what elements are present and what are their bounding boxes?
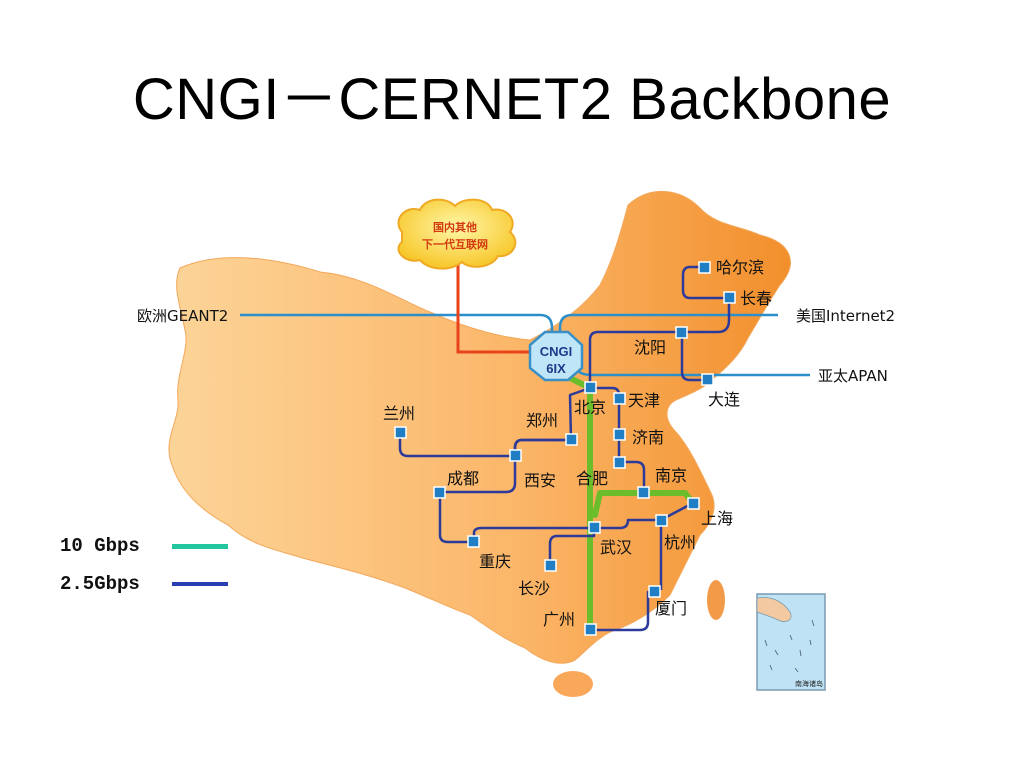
label-wuhan: 武汉 (600, 538, 632, 557)
link-usa (558, 313, 778, 340)
label-chengdu: 成都 (447, 469, 479, 488)
label-zhengzhou: 郑州 (526, 411, 558, 430)
link-zhengzhou-xian (513, 438, 571, 455)
link-chengdu-chongqing (438, 492, 474, 544)
label-changsha: 长沙 (518, 579, 550, 598)
node-chengdu (433, 486, 446, 499)
cloud-line-1: 国内其他 (433, 220, 477, 234)
link-xiamen-guangzhou (590, 590, 655, 632)
node-hefei (613, 456, 626, 469)
node-shanghai (687, 497, 700, 510)
cloud-line-2: 下一代互联网 (422, 237, 488, 251)
domestic-networks-cloud: 国内其他 下一代互联网 (397, 198, 517, 270)
node-tianjin (613, 392, 626, 405)
legend-item-10g: 10 Gbps (60, 534, 228, 558)
node-harbin (698, 261, 711, 274)
link-changchun-shenyang (682, 298, 731, 334)
south-china-sea-inset: 南海诸岛 (756, 593, 826, 691)
node-nanjing (637, 486, 650, 499)
legend-swatch-2-5g (172, 582, 228, 586)
node-guangzhou (584, 623, 597, 636)
link-hefei-nanjing (619, 460, 646, 493)
link-harbin-changchun (681, 265, 729, 300)
legend-item-2-5g: 2.5Gbps (60, 572, 228, 596)
label-chongqing: 重庆 (479, 552, 511, 571)
hub-line-2: 6IX (546, 361, 566, 376)
cngi-6ix-hub: CNGI 6IX (528, 330, 584, 382)
label-beijing: 北京 (574, 398, 606, 417)
legend-swatch-10g (172, 543, 228, 549)
label-jinan: 济南 (632, 428, 664, 447)
link-beijing-zhengzhou (568, 386, 591, 441)
label-shenyang: 沈阳 (634, 338, 666, 357)
label-hefei: 合肥 (576, 469, 608, 488)
label-xiamen: 厦门 (655, 599, 687, 618)
node-hangzhou (655, 514, 668, 527)
taiwan-island (707, 580, 725, 620)
link-wuhan-hangzhou (594, 518, 661, 530)
link-europe (240, 313, 554, 340)
node-xiamen (648, 585, 661, 598)
node-beijing (584, 381, 597, 394)
node-zhengzhou (565, 433, 578, 446)
node-lanzhou (394, 426, 407, 439)
link-shenyang-dalian (680, 332, 707, 382)
node-jinan (613, 428, 626, 441)
china-map-shape (168, 191, 791, 664)
legend-label-10g: 10 Gbps (60, 535, 140, 557)
label-guangzhou: 广州 (543, 610, 575, 629)
node-dalian (701, 373, 714, 386)
label-dalian: 大连 (708, 390, 740, 409)
label-usa-internet2: 美国Internet2 (796, 307, 895, 325)
label-shanghai: 上海 (701, 509, 733, 528)
legend-label-2-5g: 2.5Gbps (60, 573, 140, 595)
node-changchun (723, 291, 736, 304)
hainan-island (553, 671, 593, 697)
label-harbin: 哈尔滨 (716, 258, 764, 277)
inset-label: 南海诸岛 (795, 679, 823, 688)
label-lanzhou: 兰州 (383, 404, 415, 423)
link-wuhan-changsha (548, 528, 596, 565)
label-apac: 亚太APAN (818, 367, 888, 385)
label-tianjin: 天津 (628, 391, 660, 410)
label-nanjing: 南京 (655, 466, 687, 485)
label-xian: 西安 (524, 471, 556, 490)
link-shenyang-beijing (588, 330, 682, 388)
label-europe-geant2: 欧洲GEANT2 (137, 307, 228, 325)
node-shenyang (675, 326, 688, 339)
label-changchun: 长春 (740, 289, 772, 308)
label-hangzhou: 杭州 (664, 533, 696, 552)
page-title: CNGI－CERNET2 Backbone (132, 67, 892, 132)
link-domestic-peer (456, 258, 530, 354)
link-chongqing-wuhan (472, 526, 594, 542)
node-changsha (544, 559, 557, 572)
node-chongqing (467, 535, 480, 548)
hub-line-1: CNGI (540, 344, 573, 359)
node-xian (509, 449, 522, 462)
city-nodes (394, 261, 736, 636)
link-xian-chengdu (440, 455, 517, 494)
node-wuhan (588, 521, 601, 534)
